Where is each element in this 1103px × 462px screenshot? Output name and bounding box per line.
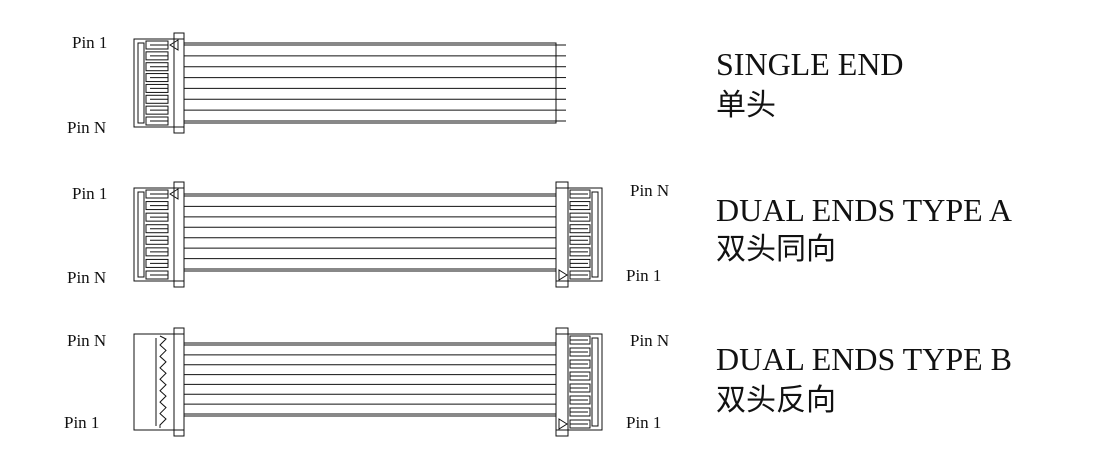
pin-label-left-bottom: Pin N — [67, 268, 106, 287]
pin-label-right-top: Pin N — [630, 331, 669, 350]
pin-label-left-top: Pin 1 — [72, 33, 107, 52]
row-dual-ends-type-b: Pin N Pin 1 Pin N Pin 1 DUAL ENDS TYPE B… — [64, 327, 1012, 437]
stripped-wire-ends — [556, 44, 566, 122]
pin-label-right-bottom: Pin 1 — [626, 266, 661, 285]
pin-label-right-top: Pin N — [630, 181, 669, 200]
pin-label-left-top: Pin N — [67, 331, 106, 350]
connector-latch — [591, 191, 599, 278]
connector-latch — [591, 337, 599, 427]
left-connector — [133, 181, 185, 288]
pin-label-left-bottom: Pin 1 — [64, 413, 99, 432]
title-zh: 单头 — [716, 88, 776, 123]
connector-latch — [137, 191, 145, 278]
title-en: DUAL ENDS TYPE A — [716, 192, 1012, 228]
connector-flange — [555, 181, 569, 288]
pin1-marker — [558, 269, 568, 281]
connector-flange — [555, 327, 569, 437]
ribbon-outline — [183, 342, 557, 417]
pin-label-right-bottom: Pin 1 — [626, 413, 661, 432]
pin1-marker — [169, 188, 179, 200]
title-en: SINGLE END — [716, 46, 904, 82]
ribbon-wires — [183, 193, 557, 272]
ribbon-wires — [183, 342, 557, 417]
pin1-marker — [169, 39, 179, 51]
title-zh: 双头反向 — [716, 383, 836, 418]
connector-sawtooth — [159, 335, 167, 428]
title-zh: 双头同向 — [716, 232, 836, 267]
ribbon-wires — [183, 42, 557, 124]
pin-label-left-top: Pin 1 — [72, 184, 107, 203]
row-single-end: Pin 1 Pin N SINGLE END 单头 — [67, 32, 904, 137]
pin1-marker — [558, 418, 568, 430]
right-connector — [555, 181, 603, 288]
right-connector — [555, 327, 603, 437]
pin-label-left-bottom: Pin N — [67, 118, 106, 137]
ribbon-outline — [183, 42, 557, 124]
connector-flange — [173, 327, 185, 437]
connector-body — [133, 333, 185, 431]
title-en: DUAL ENDS TYPE B — [716, 341, 1012, 377]
left-connector — [133, 32, 185, 134]
ribbon-outline — [183, 193, 557, 272]
row-dual-ends-type-a: Pin 1 Pin N Pin N Pin 1 DUAL ENDS TYPE A… — [67, 181, 1012, 288]
left-connector-back — [133, 327, 185, 437]
connector-latch — [137, 42, 145, 124]
